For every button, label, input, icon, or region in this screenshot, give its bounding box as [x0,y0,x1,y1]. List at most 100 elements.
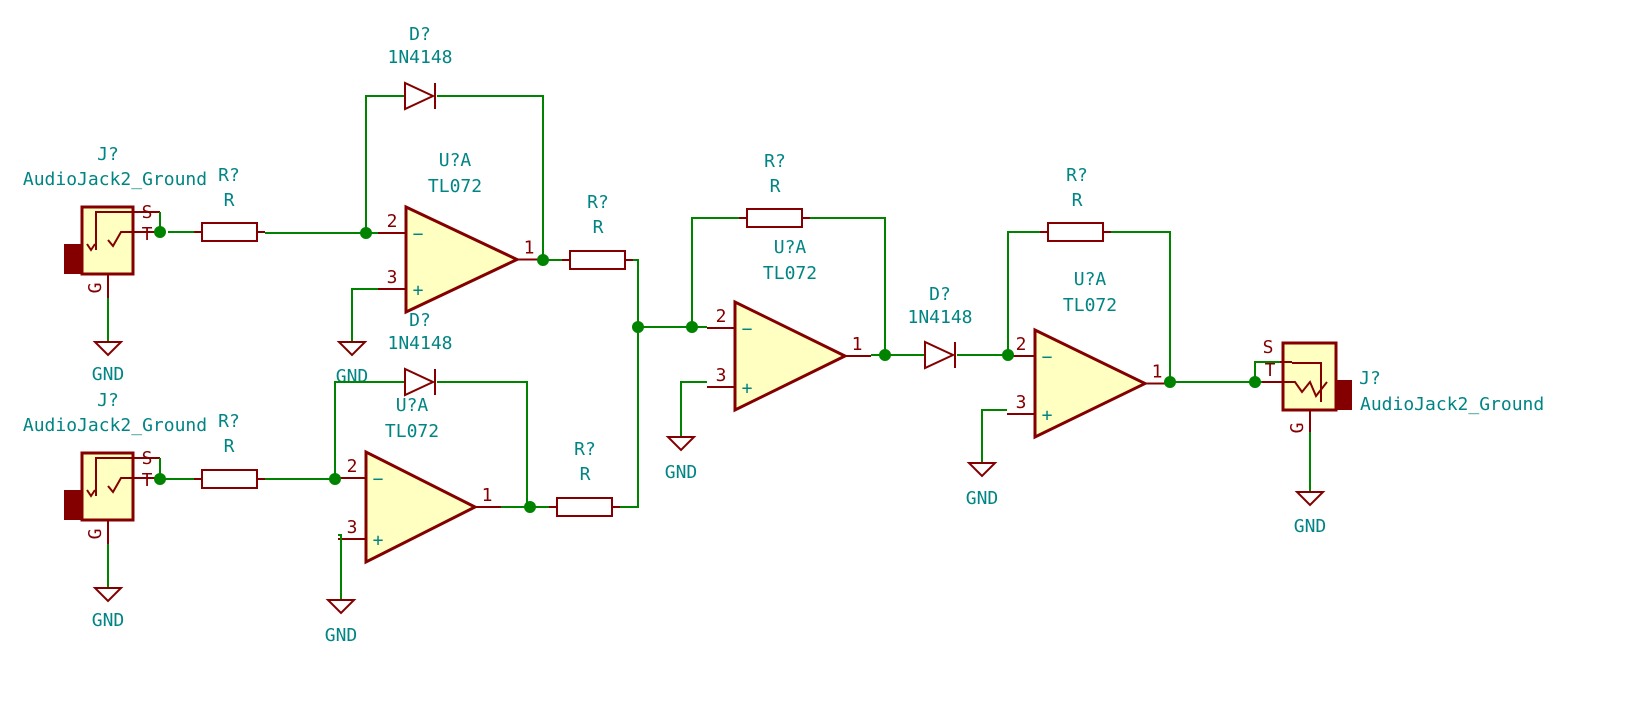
opamp-ref: U?A [774,237,807,258]
resistor-value: R [580,464,591,485]
junction-dot [632,321,644,333]
inverting-input-sign: − [413,224,424,245]
opamp-value: TL072 [763,263,817,284]
jack-sleeve-tab [64,490,82,520]
jack-tip-line [1262,380,1328,398]
resistor-ref: R? [764,151,786,172]
wire [351,288,378,342]
gnd-symbol [325,599,357,615]
gnd-label: GND [325,625,358,646]
opamp-value: TL072 [1063,295,1117,316]
jack-value: AudioJack2_Ground [1360,394,1544,415]
gnd-label: GND [966,488,999,509]
jack-pin-label-t: T [1265,360,1276,381]
jack-ref: J? [97,390,119,411]
junction-dot [1249,376,1261,388]
gnd-triangle-icon [665,436,697,452]
pin-number: 2 [716,306,727,327]
gnd-label: GND [92,610,125,631]
resistor-value: R [224,190,235,211]
junction-dot [360,227,372,239]
diode-ref: D? [409,24,431,45]
jack-sleeve-line [95,457,160,496]
jack-ref: J? [1359,368,1381,389]
wire [981,409,1007,463]
inverting-input-sign: − [742,319,753,340]
gnd-label: GND [92,364,125,385]
jack-tip-line [107,477,160,494]
wire [620,259,639,508]
gnd-triangle-icon [966,462,998,478]
jack-sleeve-line [95,211,160,250]
opamp-body [1033,327,1149,440]
resistor-ref: R? [218,165,240,186]
resistor-ref: R? [587,192,609,213]
junction-dot [154,473,166,485]
jack-sleeve-tab [64,244,82,274]
opamp-body [364,449,479,565]
resistor-body [201,469,258,489]
junction-dot [686,321,698,333]
pin-number: 2 [347,456,358,477]
resistor-value: R [770,176,781,197]
jack-pin-label-g: G [85,283,106,294]
diode-value: 1N4148 [907,307,972,328]
wire [680,381,707,437]
gnd-symbol [336,341,368,357]
pin-number: 1 [852,334,863,355]
diode-ref: D? [929,284,951,305]
jack-pin-label-t: T [142,224,153,245]
diode-triangle-icon [924,340,956,370]
wire [1007,231,1040,355]
gnd-triangle-icon [336,341,368,357]
opamp-body [733,299,849,413]
gnd-triangle-icon [1294,491,1326,507]
gnd-label: GND [336,366,369,387]
resistor-body [1047,222,1104,242]
wire [691,217,739,327]
junction-dot [879,349,891,361]
junction-dot [524,501,536,513]
jack-pin-label-g: G [1287,423,1308,434]
resistor-value: R [224,436,235,457]
noninverting-input-sign: + [742,378,753,399]
noninverting-input-sign: + [413,280,424,301]
resistor-body [746,208,803,228]
gnd-label: GND [1294,516,1327,537]
jack-ref: J? [97,144,119,165]
opamp-ref: U?A [439,150,472,171]
jack-pin-label-s: S [142,448,153,469]
wire [1111,231,1171,382]
opamp-ref: U?A [1074,269,1107,290]
jack-tip-line [107,231,160,248]
jack-sleeve-tab [1336,380,1352,410]
resistor-ref: R? [1066,165,1088,186]
jack-pin-label-s: S [142,202,153,223]
wire [334,381,405,479]
junction-dot [1164,376,1176,388]
pin-number: 3 [387,267,398,288]
gnd-triangle-icon [325,599,357,615]
jack-pin-label-s: S [1263,337,1274,358]
noninverting-input-sign: + [373,530,384,551]
pin-number: 2 [1016,334,1027,355]
jack-value: AudioJack2_Ground [23,169,207,190]
resistor-value: R [593,217,604,238]
diode-triangle-icon [404,367,436,397]
wire [437,381,528,507]
resistor-value: R [1072,190,1083,211]
diode-value: 1N4148 [387,333,452,354]
diode-ref: D? [409,310,431,331]
gnd-label: GND [665,462,698,483]
gnd-symbol [966,462,998,478]
gnd-symbol [92,587,124,603]
pin-number: 3 [1016,392,1027,413]
opamp-ref: U?A [396,395,429,416]
jack-contact [86,489,96,498]
resistor-ref: R? [574,439,596,460]
pin-number: 1 [524,238,535,259]
wire [365,95,405,233]
pin-number: 1 [1152,362,1163,383]
pin-number: 1 [482,485,493,506]
gnd-triangle-icon [92,341,124,357]
